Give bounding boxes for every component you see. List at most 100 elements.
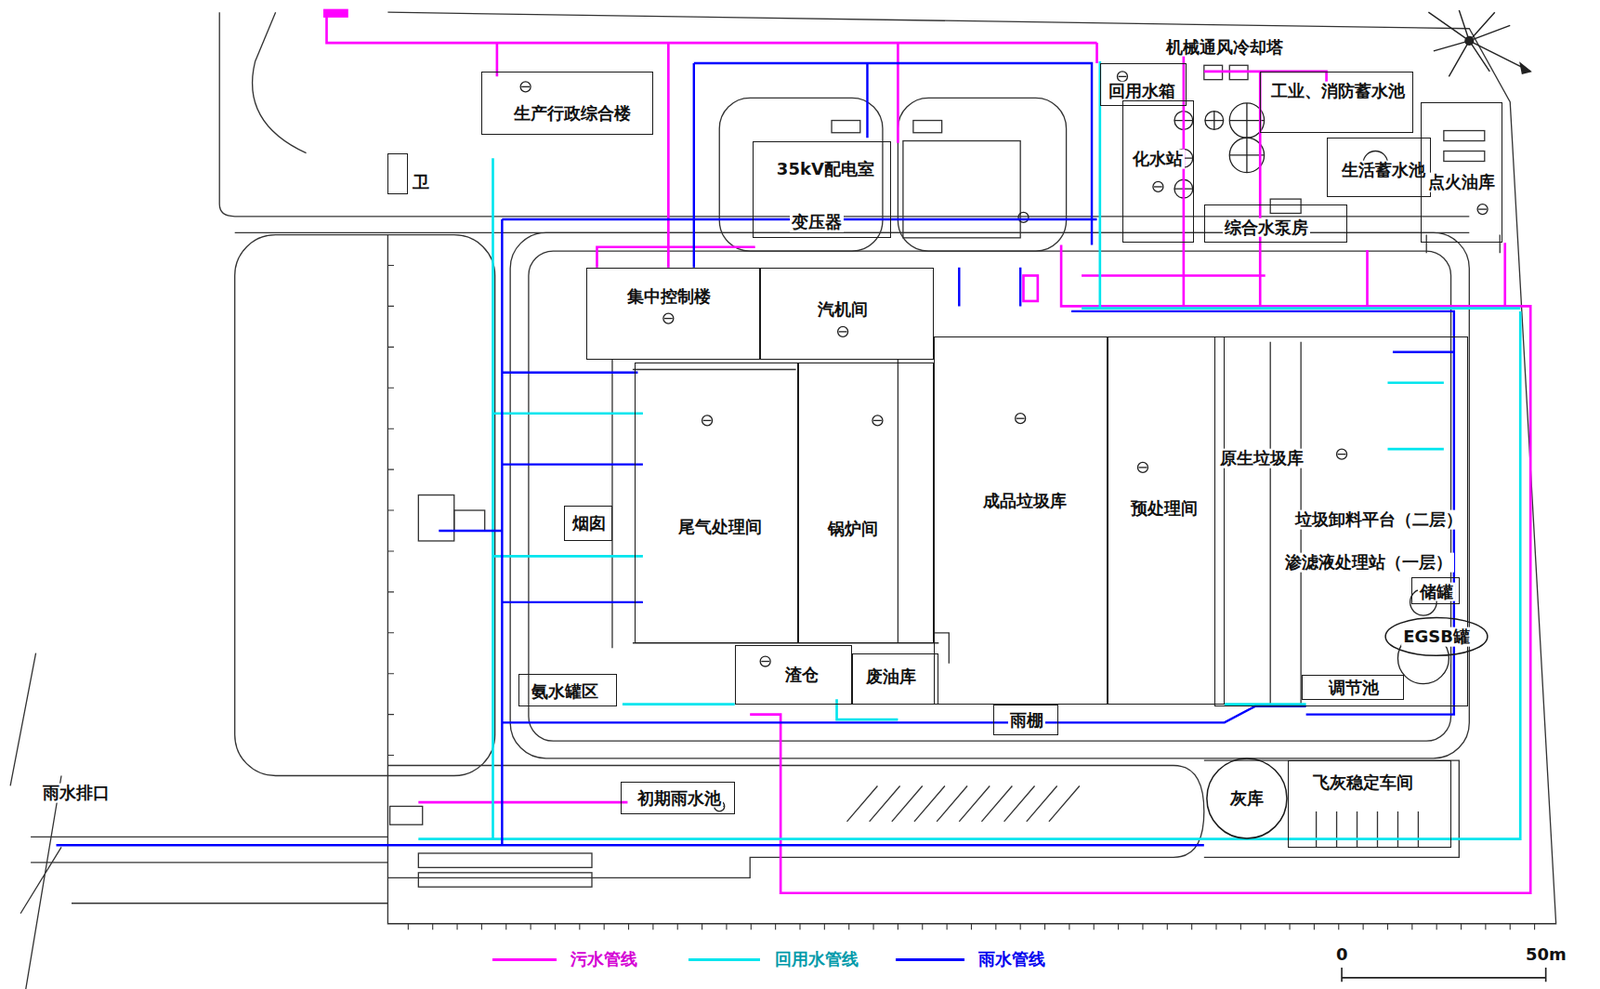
building-marker <box>1477 204 1488 215</box>
scale-bar <box>1341 967 1547 982</box>
building-name: 汽机间 <box>815 299 870 319</box>
sewage-pipe <box>324 10 347 17</box>
building-name: 化水站 <box>1130 149 1185 170</box>
building-box: 锅炉间 <box>798 362 934 643</box>
building-box: 成品垃圾库 <box>933 336 1108 704</box>
site-outline <box>1316 811 1419 847</box>
building-name: 初期雨水池 <box>635 787 723 808</box>
building-marker <box>1478 208 1487 210</box>
building-name: 渣仓 <box>783 664 821 684</box>
north-arrow <box>1465 37 1474 46</box>
equipment-circles <box>1205 111 1224 131</box>
building-box: 预处理间 <box>1107 336 1225 704</box>
building-name: 调节池 <box>1326 678 1381 698</box>
equipment-circles <box>1018 103 1449 684</box>
building-box: 尾气处理间 <box>634 362 799 643</box>
site-outline <box>387 765 1204 879</box>
sewage-pipe <box>749 245 1531 893</box>
building-marker <box>1118 76 1128 78</box>
site-outline <box>235 235 496 776</box>
rainwater-pipe <box>56 63 1205 845</box>
site-outline <box>30 836 388 903</box>
building-box: 废油库 <box>852 653 939 705</box>
legend-text: 污水管线 <box>568 949 640 970</box>
outlet-label: 雨水排口 <box>40 783 112 803</box>
building-marker <box>1116 71 1128 82</box>
building-name: 综合水泵房 <box>1222 217 1311 237</box>
scale-bar <box>1341 967 1547 982</box>
site-outline <box>1204 760 1460 857</box>
site-outline <box>387 12 1556 924</box>
scale-label: 50m <box>1523 944 1569 964</box>
building-name: 灰库 <box>1228 787 1266 808</box>
boundary-ticks <box>407 923 1535 931</box>
site-outline <box>390 805 423 825</box>
building-marker <box>872 415 883 426</box>
building-name: 烟囱 <box>570 513 608 534</box>
site-outline <box>847 785 1080 821</box>
building-name: 锅炉间 <box>826 518 880 538</box>
building-marker <box>1153 181 1164 192</box>
building-marker <box>1139 466 1148 468</box>
building-marker <box>664 317 673 319</box>
building-name: 氨水罐区 <box>529 681 601 702</box>
building-box: 飞灰稳定车间 <box>1287 760 1452 847</box>
pool-box: 生活蓄水池 <box>1326 137 1431 197</box>
building-marker <box>760 660 770 662</box>
building-box: 卫 <box>387 153 408 195</box>
north-arrow <box>1428 10 1531 77</box>
building-box: 集中控制楼 <box>586 267 761 360</box>
shape-outline <box>1206 758 1287 839</box>
legend-text: 回用水管线 <box>773 949 861 970</box>
building-marker <box>839 330 848 332</box>
building-name: 卫 <box>410 172 432 193</box>
site-outline <box>418 872 592 887</box>
building-marker <box>1016 418 1025 420</box>
building-name: 预处理间 <box>1128 498 1200 518</box>
building-marker <box>1137 461 1148 473</box>
sewage-pipe <box>418 242 1505 802</box>
building-name: 垃圾卸料平台（二层） <box>1293 510 1465 530</box>
building-box: 原生垃圾库垃圾卸料平台（二层）渗滤液处理站（一层）储罐EGSB罐调节池 <box>1214 336 1468 707</box>
building-name: 储罐 <box>1417 581 1456 602</box>
building-name: 原生垃圾库 <box>1218 448 1306 469</box>
pool-box: 工业、消防蓄水池 <box>1259 71 1414 133</box>
building-name: 生产行政综合楼 <box>511 103 633 123</box>
pool-box: 调节池 <box>1301 674 1404 701</box>
building-marker <box>703 419 712 421</box>
north-arrow <box>1520 63 1531 74</box>
building-marker <box>520 81 531 92</box>
building-name: 35kV配电室 <box>774 159 877 180</box>
pool-box: 初期雨水池 <box>620 781 735 814</box>
sewage-pipe <box>324 10 1531 893</box>
building-box: 综合水泵房 <box>1204 204 1348 244</box>
site-outline <box>10 653 62 989</box>
building-name: 成品垃圾库 <box>981 491 1069 512</box>
label-text: 变压器 <box>789 212 844 233</box>
building-name: 点火油库 <box>1426 172 1497 193</box>
building-box: 点火油库 <box>1420 102 1503 244</box>
sewage-pipe <box>327 14 1098 267</box>
site-outline <box>252 12 307 154</box>
building-box: 汽机间 <box>760 267 934 360</box>
rainwater-pipe <box>438 267 1455 603</box>
building-marker <box>1337 448 1348 460</box>
building-name: 集中控制楼 <box>625 287 713 307</box>
rainwater-pipe <box>56 63 1455 845</box>
tank-ellipse: EGSB罐 <box>1384 616 1489 656</box>
chimney-box: 烟囱 <box>563 505 613 541</box>
building-box: 氨水罐区 <box>518 673 618 707</box>
building-name: EGSB罐 <box>1401 627 1472 647</box>
shape-outline <box>1385 617 1488 656</box>
site-outline <box>1443 151 1485 162</box>
building-marker <box>521 86 530 88</box>
site-outline <box>418 495 454 541</box>
building-marker <box>1337 453 1347 455</box>
legend-swatch <box>895 957 965 961</box>
building-box: 生产行政综合楼 <box>481 71 654 135</box>
scale-label: 0 <box>1334 944 1351 964</box>
building-name: 机械通风冷却塔 <box>1164 37 1286 57</box>
site-outline <box>831 120 861 133</box>
site-outline <box>897 97 1066 251</box>
